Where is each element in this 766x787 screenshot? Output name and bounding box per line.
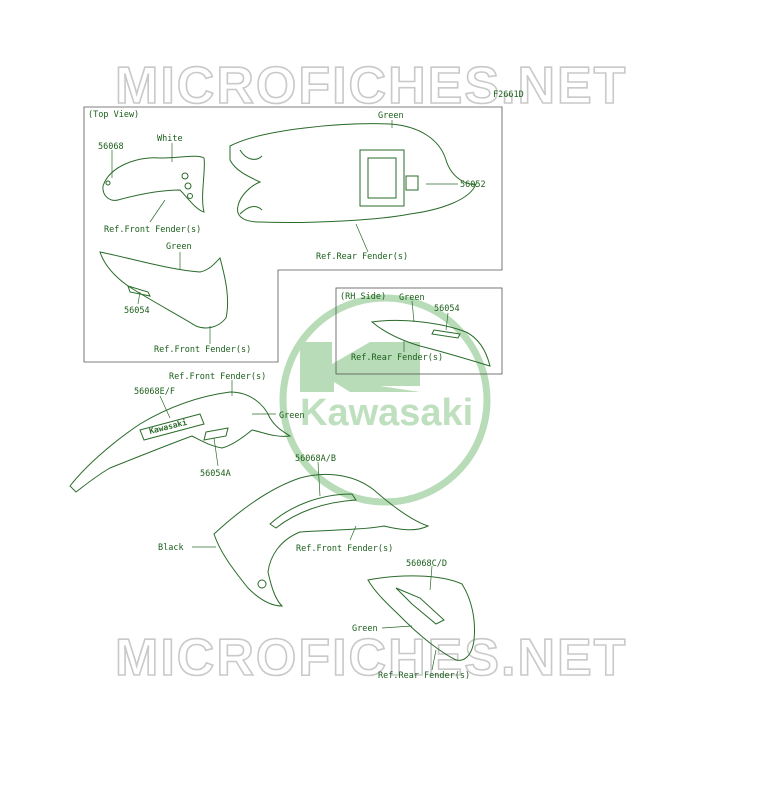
- leader-56054-rh: [445, 312, 449, 331]
- leader-green-rh: [411, 300, 415, 323]
- watermark-bottom: MICROFICHES.NET: [115, 629, 627, 687]
- label-56054A: 56054A: [200, 469, 231, 479]
- leader-green-tail: [381, 625, 413, 629]
- figure-code: F2661D: [493, 90, 524, 100]
- label-white: White: [157, 134, 183, 144]
- label-ref-rear-1: Ref.Rear Fender(s): [316, 252, 408, 262]
- rh-side-label: (RH Side): [340, 292, 386, 302]
- label-ref-front-2: Ref.Front Fender(s): [154, 345, 251, 355]
- rh-side-frame: [335, 287, 503, 375]
- side-cowl-left: [99, 251, 229, 329]
- tail-cowl: [367, 575, 475, 661]
- top-view-frame: [83, 106, 503, 363]
- label-56054-rh: 56054: [434, 304, 460, 314]
- leader-ref-rear-1: [355, 223, 369, 253]
- label-ref-front-3: Ref.Front Fender(s): [169, 372, 266, 382]
- label-ref-front-4: Ref.Front Fender(s): [296, 544, 393, 554]
- label-56068AB: 56068A/B: [295, 454, 336, 464]
- label-56068-top: 56068: [98, 142, 124, 152]
- leader-56054A: [213, 437, 219, 467]
- top-view-label: (Top View): [88, 110, 139, 120]
- logo-text: Kawasaki: [300, 392, 473, 434]
- front-fairing-lower: [213, 473, 430, 607]
- front-fender-top-view: [102, 155, 205, 213]
- leader-ref-front-4: [349, 525, 357, 541]
- label-ref-front-1: Ref.Front Fender(s): [104, 225, 201, 235]
- label-56068CD: 56068C/D: [406, 559, 447, 569]
- label-ref-rear-2: Ref.Rear Fender(s): [378, 671, 470, 681]
- label-green-top: Green: [378, 111, 404, 121]
- label-green-front: Green: [279, 411, 305, 421]
- leader-56068EF: [159, 395, 171, 419]
- leader-ref-front-1: [149, 199, 166, 223]
- label-green-tail: Green: [352, 624, 378, 634]
- leader-56068CD: [429, 565, 433, 591]
- front-fairing-upper: Kawasaki: [69, 391, 292, 493]
- watermark-top: MICROFICHES.NET: [115, 57, 627, 115]
- rear-fender-top-view: [229, 123, 477, 224]
- label-green-side: Green: [166, 242, 192, 252]
- label-56054-left: 56054: [124, 306, 150, 316]
- label-black: Black: [158, 543, 184, 553]
- kawasaki-logo: Kawasaki: [279, 294, 491, 506]
- label-56052: 56052: [460, 180, 486, 190]
- label-ref-rear-rh: Ref.Rear Fender(s): [351, 353, 443, 363]
- label-green-rh: Green: [399, 293, 425, 303]
- leader-ref-rear-2: [431, 649, 437, 671]
- label-56068EF: 56068E/F: [134, 387, 175, 397]
- leader-56054-left: [137, 291, 141, 305]
- rear-fender-rh-side: [370, 320, 491, 367]
- leader-56068AB: [317, 461, 321, 497]
